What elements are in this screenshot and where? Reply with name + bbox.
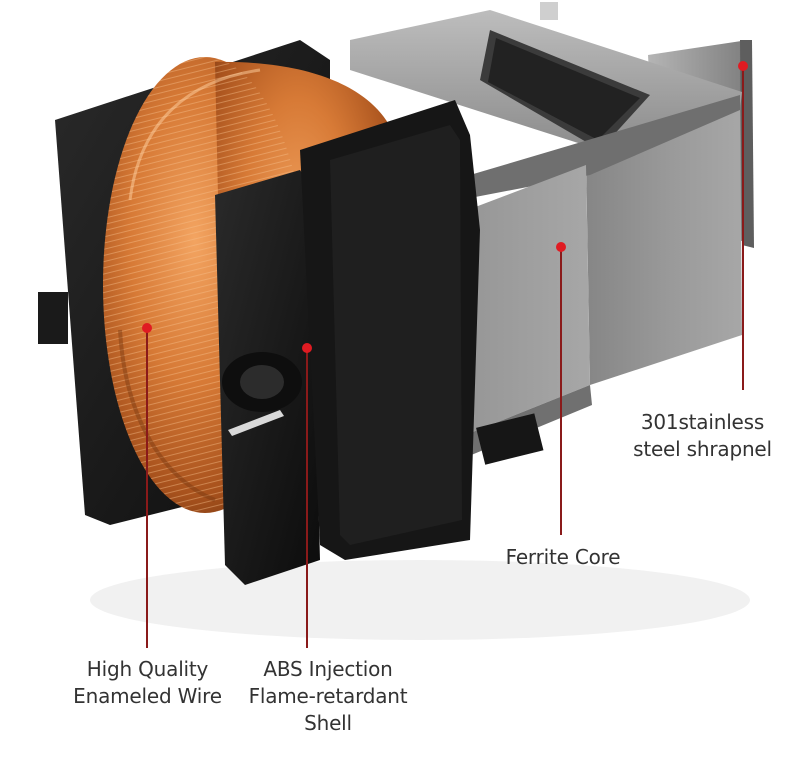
callout-wire: High Quality Enameled Wire [40, 656, 255, 710]
callout-shell-line-2: Flame-retardant [248, 684, 408, 708]
callout-shell-line-1: ABS Injection [263, 657, 393, 681]
markers [142, 61, 748, 353]
callout-shrapnel-line-1: 301stainless [640, 410, 765, 434]
abs-shell [215, 100, 544, 585]
callout-wire-line-1: High Quality [86, 657, 209, 681]
callout-core: Ferrite Core [488, 544, 638, 571]
marker-shell [302, 343, 312, 353]
terminal-pin [222, 352, 302, 436]
marker-wire [142, 323, 152, 333]
callout-shell: ABS Injection Flame-retardant Shell [228, 656, 428, 737]
callout-core-line-1: Ferrite Core [505, 545, 621, 569]
callout-shell-line-3: Shell [304, 711, 352, 735]
callout-wire-line-2: Enameled Wire [73, 684, 222, 708]
callout-shrapnel: 301stainless steel shrapnel [610, 409, 795, 463]
marker-shrapnel [738, 61, 748, 71]
marker-core [556, 242, 566, 252]
callout-shrapnel-line-2: steel shrapnel [633, 437, 772, 461]
floor-shadow [90, 560, 750, 640]
leader-lines [146, 66, 744, 648]
